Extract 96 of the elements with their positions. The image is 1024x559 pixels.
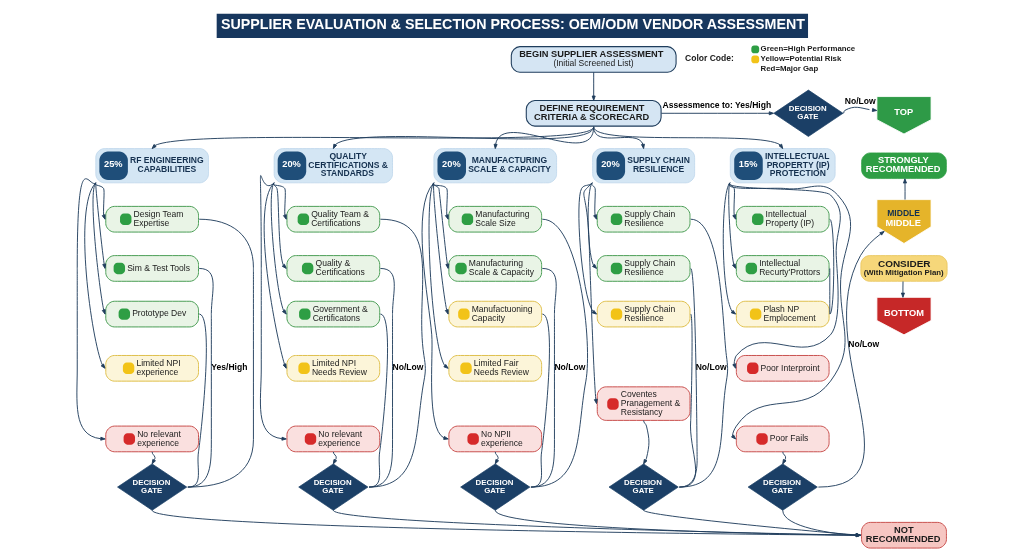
node-box: CONSIDER (With Mitigation Plan): [860, 255, 948, 282]
node-box: Manufacturing Scale & Capacity: [448, 255, 543, 282]
arrow: [332, 451, 338, 465]
node-box: Poor Interproint: [735, 354, 830, 382]
legend-label: Red=Major Gap: [760, 63, 819, 73]
node-box: Government & Certificatons: [286, 300, 381, 328]
edge-label: Assessmence to: Yes/High: [662, 100, 772, 111]
arrow: [84, 182, 106, 369]
arrow: [903, 178, 907, 200]
arrow: [94, 182, 106, 220]
node-box: Intellectual Recurty'Prottors: [735, 255, 830, 282]
node-box: Supply Chain Resilience: [596, 255, 691, 282]
connector: [530, 267, 557, 488]
node-box: NOT RECOMMENDED: [861, 521, 947, 549]
legend-label: Green=High Performance: [760, 43, 856, 53]
node-diamond: DECISION GATE: [608, 463, 679, 511]
node-box: Intellectual Property (IP): [735, 205, 830, 233]
arrow: [332, 126, 595, 150]
arrow: [151, 451, 156, 465]
node-box: No NPII experience: [448, 425, 543, 453]
connector: [530, 313, 550, 488]
label: Color Code:: [685, 52, 734, 63]
arrow: [151, 126, 595, 150]
arrow: [782, 451, 787, 465]
connector: [368, 267, 395, 488]
arrow: [593, 126, 784, 150]
node-box: Limited NPI experience: [105, 354, 199, 382]
node-box: Sim & Test Tools: [105, 255, 199, 282]
node-diamond: DECISION GATE: [117, 463, 188, 511]
connector: [530, 218, 588, 488]
arrow: [76, 178, 106, 441]
node-box: Supply Chain Resilience: [596, 205, 691, 233]
arrow: [578, 182, 597, 315]
arrow: [583, 182, 598, 405]
arrow: [842, 106, 878, 114]
node-box: Coventes Pranagement & Resistancy: [596, 386, 691, 421]
arrow: [591, 71, 596, 101]
node-diamond: DECISION GATE: [773, 89, 844, 137]
arrow: [273, 182, 287, 269]
node-box: Prototype Dev: [105, 300, 199, 328]
legend-label: Yellow=Potential Risk: [760, 53, 842, 63]
arrow: [900, 281, 905, 298]
node-box: Quality Team & Certifications: [286, 205, 381, 233]
connector: [678, 218, 729, 488]
node-box: Supply Chain Resilience: [596, 300, 691, 328]
connector: [829, 218, 835, 315]
node-box: DEFINE REQUIREMENT CRITERIA & SCORECARD: [525, 99, 662, 127]
node-box: BEGIN SUPPLIER ASSESSMENT (Initial Screened List): [510, 46, 677, 73]
node-box: Poor Fails: [735, 425, 830, 453]
connector: [187, 218, 254, 488]
arrow: [660, 111, 774, 116]
arrow: [428, 182, 449, 369]
arrow: [433, 182, 449, 315]
node-diamond: DECISION GATE: [747, 463, 818, 511]
connector: [829, 267, 831, 315]
edge-label: No/Low: [844, 96, 876, 107]
arrow: [263, 182, 287, 369]
arrow: [591, 182, 597, 220]
arrow: [272, 182, 287, 220]
connector: [678, 267, 698, 488]
arrow: [643, 419, 650, 465]
connector: [187, 313, 207, 488]
node-box: Limited NPI Needs Review: [286, 354, 381, 382]
node-box: Design Team Expertise: [105, 205, 199, 233]
arrow: [432, 182, 450, 269]
arrow: [728, 182, 852, 440]
connector: [678, 313, 697, 488]
arrow: [421, 182, 449, 440]
node-box: Plash NP Emplocement: [735, 300, 830, 328]
node-box: Manufactuoning Capacity: [448, 300, 543, 328]
arrow: [587, 182, 597, 269]
edge-label: No/Low: [695, 361, 727, 372]
connector: [368, 313, 388, 488]
arrow: [270, 182, 287, 315]
node-box: Manufacturing Scale Size: [448, 205, 543, 233]
arrow: [593, 126, 645, 150]
node-box: Limited Fair Needs Review: [448, 354, 543, 382]
node-diamond: DECISION GATE: [460, 463, 531, 511]
diagram-title: SUPPLIER EVALUATION & SELECTION PROCESS: OEM/ODM VENDOR ASSESSMENT: [220, 15, 806, 32]
node-box: No relevant experience: [286, 425, 381, 453]
connector: [187, 267, 214, 488]
edge-label: No/Low: [554, 361, 586, 372]
node-box: Quality & Certifications: [286, 255, 381, 282]
edge-label: No/Low: [392, 361, 424, 372]
arrow: [729, 182, 841, 369]
edge-label: No/Low: [848, 338, 880, 349]
arrow: [95, 182, 107, 269]
arrow: [494, 451, 500, 465]
arrow: [259, 175, 287, 441]
connector: [368, 218, 426, 488]
arrow: [817, 230, 885, 488]
arrow: [92, 182, 106, 315]
arrow: [722, 182, 737, 315]
node-box: No relevant experience: [105, 425, 199, 453]
node-diamond: DECISION GATE: [298, 463, 369, 511]
node-box: STRONGLY RECOMMENDED: [861, 152, 947, 179]
